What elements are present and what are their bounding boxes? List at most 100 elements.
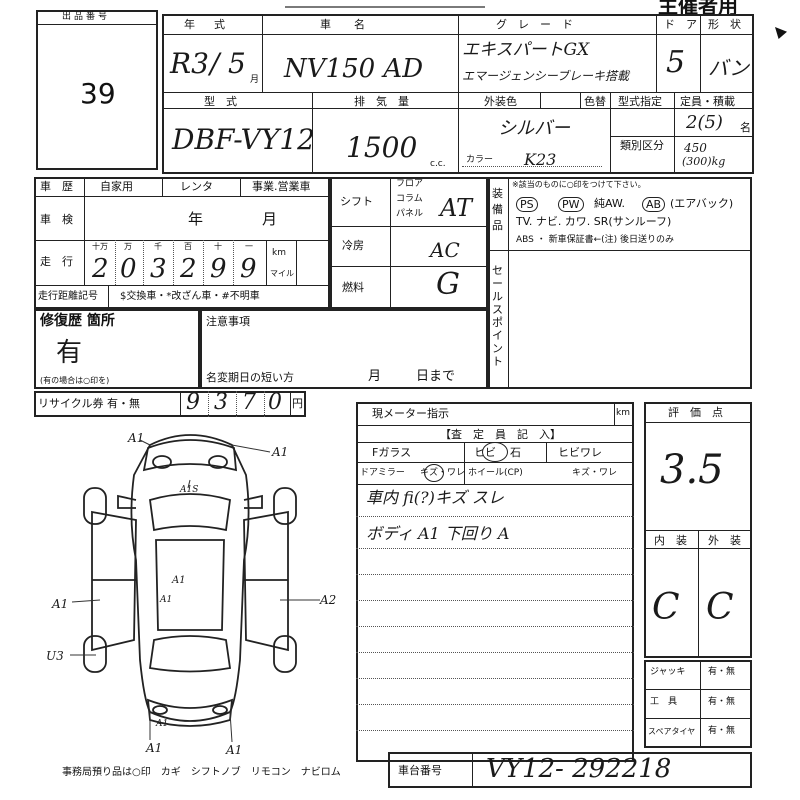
digit-label-0: 十万 [92,242,108,251]
equip-ps[interactable]: PS [516,197,538,212]
mileage-digit-2: 3 [150,254,167,284]
recycle-label: リサイクル券 有・無 [38,397,140,410]
diagram-mark-7: U3 [46,649,64,663]
column-label: コラム [396,194,423,204]
car-name-label: 車 名 [320,18,371,31]
mileage-note-label: 走行距離記号 [38,291,98,302]
aircon-label: 冷房 [342,239,364,252]
displacement-value: 1500 [346,131,418,164]
lot-number-value: 39 [80,77,116,110]
color-change-label: 色替 [584,95,606,108]
name-change-label: 名変期日の短い方 [206,371,294,384]
mileage-digit-3: 2 [180,254,197,284]
year-label: 年 式 [184,18,229,31]
shift-value: AT [440,194,473,222]
cc-label: c.c. [430,159,446,169]
inspector-comment-2: ボディ A1 下回り A [366,524,510,543]
notes-label: 注意事項 [206,315,250,328]
type-label: 型 式 [204,95,237,108]
jack-umu: 有・無 [708,667,736,677]
diagram-mark-0: A1 [128,431,145,445]
chassis-label: 車台番号 [398,764,442,777]
diagram-mark-1: A1 [272,445,289,459]
chassis-value: VY12- 292218 [486,754,672,784]
tools-label: 工 具 [650,697,678,707]
notes-box [200,309,488,389]
spare-label: スペアタイヤ [648,727,696,736]
recycle-digit-3: 0 [268,390,282,415]
repair-note: (有の場合は○印を) [40,376,110,385]
displacement-label: 排 気 量 [354,95,409,108]
diagram-mark-10: A1 [226,743,243,757]
fuel-label: 燃料 [342,281,364,294]
digit-label-2: 千 [154,242,162,251]
equip-pw[interactable]: PW [558,197,584,212]
mileage-label: 走 行 [40,255,73,268]
color-value: シルバー [498,118,570,139]
km-unit: km [272,248,286,258]
repair-box [34,309,200,389]
class-label: 類別区分 [620,139,664,152]
car-name-value: NV150 AD [284,54,424,84]
interior-label: 内 装 [654,534,687,547]
recycle-box [34,391,306,417]
recycle-digit-0: 9 [186,390,200,415]
year-slash: / [210,47,220,80]
score-value: 3.5 [660,447,724,493]
office-items-label: 事務局預り品は○印 カギ シフトノブ リモコン ナビロム [62,767,341,778]
shape-value: バン [708,56,749,80]
model-designation-label: 型式指定 [618,95,662,108]
grade-value-1: エキスパートGX [462,40,590,60]
door-value: 5 [666,45,686,80]
type-value: DBF-VY12 [172,123,315,156]
load-value: 450 [684,141,707,155]
recycle-yen: 円 [292,397,303,410]
mileage-marks-label: $交換車・*改ざん車・#不明車 [120,291,260,302]
equip-ab-desc: (エアバック) [670,197,734,210]
digit-label-4: 十 [214,242,222,251]
chassis-box [388,752,752,788]
mirror-kizu-circle [424,464,444,482]
diagram-mark-2: A1S [180,485,199,495]
jack-label: ジャッキ [650,667,686,677]
aircon-value: AC [430,238,460,262]
business-label: 事業.営業車 [252,180,311,193]
meter-label: 現メーター指示 [372,407,449,420]
fuel-value: G [436,267,460,302]
equip-ab[interactable]: AB [642,197,666,212]
exterior-color-label: 外装色 [484,95,517,108]
color-code-value: K23 [524,150,557,169]
diagram-mark-5: A1 [160,595,173,605]
digit-label-1: 万 [124,242,132,251]
mileage-digit-4: 9 [210,254,227,284]
equipment-box [488,177,752,389]
equip-row3: ABS ・ 新車保証書←(注) 後日送りのみ [516,235,675,245]
recycle-digit-1: 3 [214,390,228,415]
inspection-month-label: 月 [262,210,278,228]
panel-label: パネル [396,209,424,219]
score-label: 評 価 点 [668,406,723,419]
grade-value-2: エマージェンシーブレーキ搭載 [462,69,630,83]
header-smudge [285,0,485,8]
exterior-label: 外 装 [708,534,741,547]
rental-label: レンタ [180,180,213,193]
equip-aw[interactable]: 純AW. [594,197,626,210]
inspector-box [356,402,634,762]
spare-umu: 有・無 [708,726,736,736]
wheel-label: ホイール(CP) [468,468,523,478]
lot-number-box [36,10,158,170]
mileage-digit-5: 9 [240,254,257,284]
door-label: ド ア [664,18,697,31]
corner-mark [775,27,787,39]
capacity-unit: 名 [740,121,751,134]
repair-label: 修復歴 箇所 [40,313,115,329]
hibiware-label: ヒビワレ [558,446,602,459]
interior-value: C [652,587,680,628]
diagram-mark-3: A1 [172,575,186,586]
equipment-label: 装備品 [492,187,503,232]
history-label: 車 歴 [40,180,73,193]
diagram-mark-8: A1 [156,719,169,729]
diagram-mark-4: A1 [52,597,69,611]
ishi-label: 石 [510,446,521,459]
load-value-2: (300)kg [682,155,726,168]
